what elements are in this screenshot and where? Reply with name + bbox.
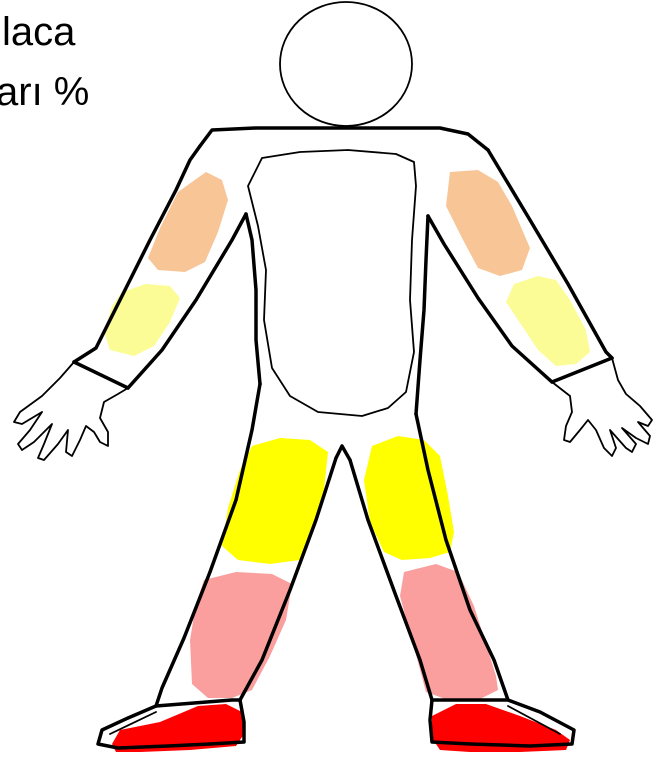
- shoulder-line: [200, 128, 488, 150]
- left-lower-leg-region: [190, 572, 292, 698]
- crotch-line: [336, 446, 350, 460]
- torso-left-edge: [246, 214, 260, 384]
- torso-right-edge: [416, 216, 428, 414]
- right-upper-arm-region: [446, 170, 530, 276]
- left-wrist-cuff: [74, 362, 128, 388]
- right-lower-leg-region: [400, 564, 498, 700]
- caption-line-2: arı %: [0, 62, 89, 122]
- colored-regions: [104, 170, 590, 752]
- torso-panel: [248, 150, 416, 416]
- left-forearm-region: [104, 284, 180, 356]
- caption-line-1: laca: [2, 2, 75, 62]
- left-hand: [14, 362, 128, 460]
- left-thigh-region: [222, 438, 328, 564]
- right-hand: [552, 358, 652, 456]
- head: [280, 2, 412, 126]
